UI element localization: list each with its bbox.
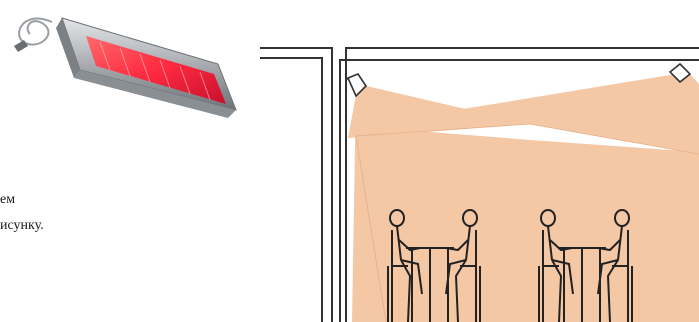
caption-line-2: исунку.: [0, 218, 44, 234]
room-heating-diagram: [260, 44, 699, 322]
heater-cable-icon: [14, 18, 52, 52]
infrared-heater-image: [0, 0, 250, 140]
caption-line-1: ем: [0, 192, 15, 208]
heat-zone: [348, 72, 699, 322]
